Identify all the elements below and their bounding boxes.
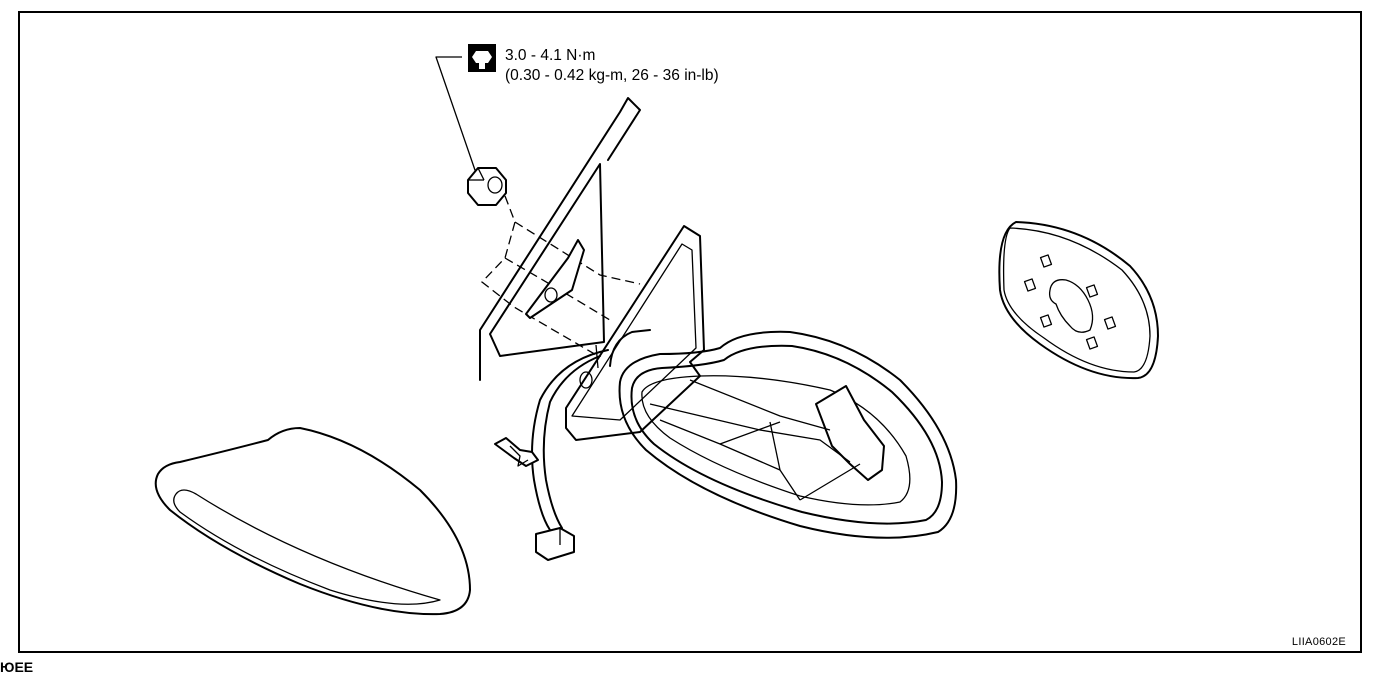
diagram-frame — [18, 11, 1362, 653]
mounting-nut — [467, 167, 507, 206]
torque-leader-line — [435, 56, 477, 174]
torque-spec-label: 3.0 - 4.1 N·m (0.30 - 0.42 kg-m, 26 - 36… — [505, 46, 719, 86]
cropped-text: ЮЕЕ — [0, 659, 34, 675]
torque-spec-nm: 3.0 - 4.1 N·m — [505, 47, 596, 64]
mirror-cover — [154, 427, 471, 616]
door-panel — [479, 97, 641, 381]
mirror-base — [565, 225, 705, 441]
wiring-harness — [494, 349, 609, 561]
torque-nut-icon — [468, 44, 496, 72]
torque-spec-alt-units: (0.30 - 0.42 kg-m, 26 - 36 in-lb) — [505, 67, 719, 84]
figure-code: LIIA0602E — [1291, 636, 1346, 648]
mirror-glass — [998, 221, 1159, 380]
mirror-housing — [618, 330, 958, 539]
